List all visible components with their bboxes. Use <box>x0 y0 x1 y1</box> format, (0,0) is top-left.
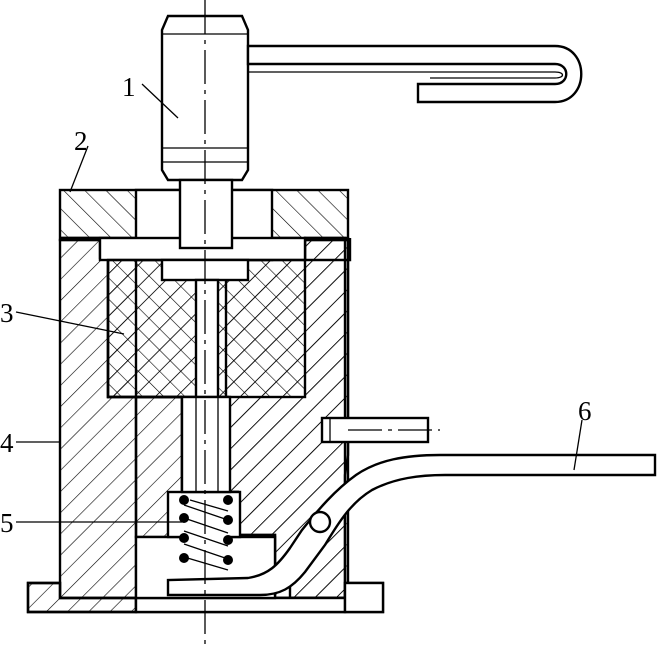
leader-6 <box>573 419 583 471</box>
leader-1 <box>141 83 179 119</box>
leader-2 <box>69 145 89 193</box>
leader-lines <box>15 83 583 523</box>
clamp-block-part-3 <box>106 258 307 399</box>
lever-pivot-pin <box>308 510 332 534</box>
spring-part-5 <box>179 495 233 571</box>
base-plate-center <box>134 596 347 614</box>
base-plate-right-foot <box>343 581 385 614</box>
screw-part-1 <box>160 14 583 250</box>
label-part-1: 1 <box>122 72 136 102</box>
label-part-5: 5 <box>0 508 14 538</box>
plunger-rod <box>180 395 232 494</box>
label-part-3: 3 <box>0 298 14 328</box>
label-part-2: 2 <box>74 126 88 156</box>
label-part-4: 4 <box>0 428 14 458</box>
leader-3 <box>15 311 125 335</box>
lever-part-6 <box>166 453 657 597</box>
label-part-6: 6 <box>578 396 592 426</box>
